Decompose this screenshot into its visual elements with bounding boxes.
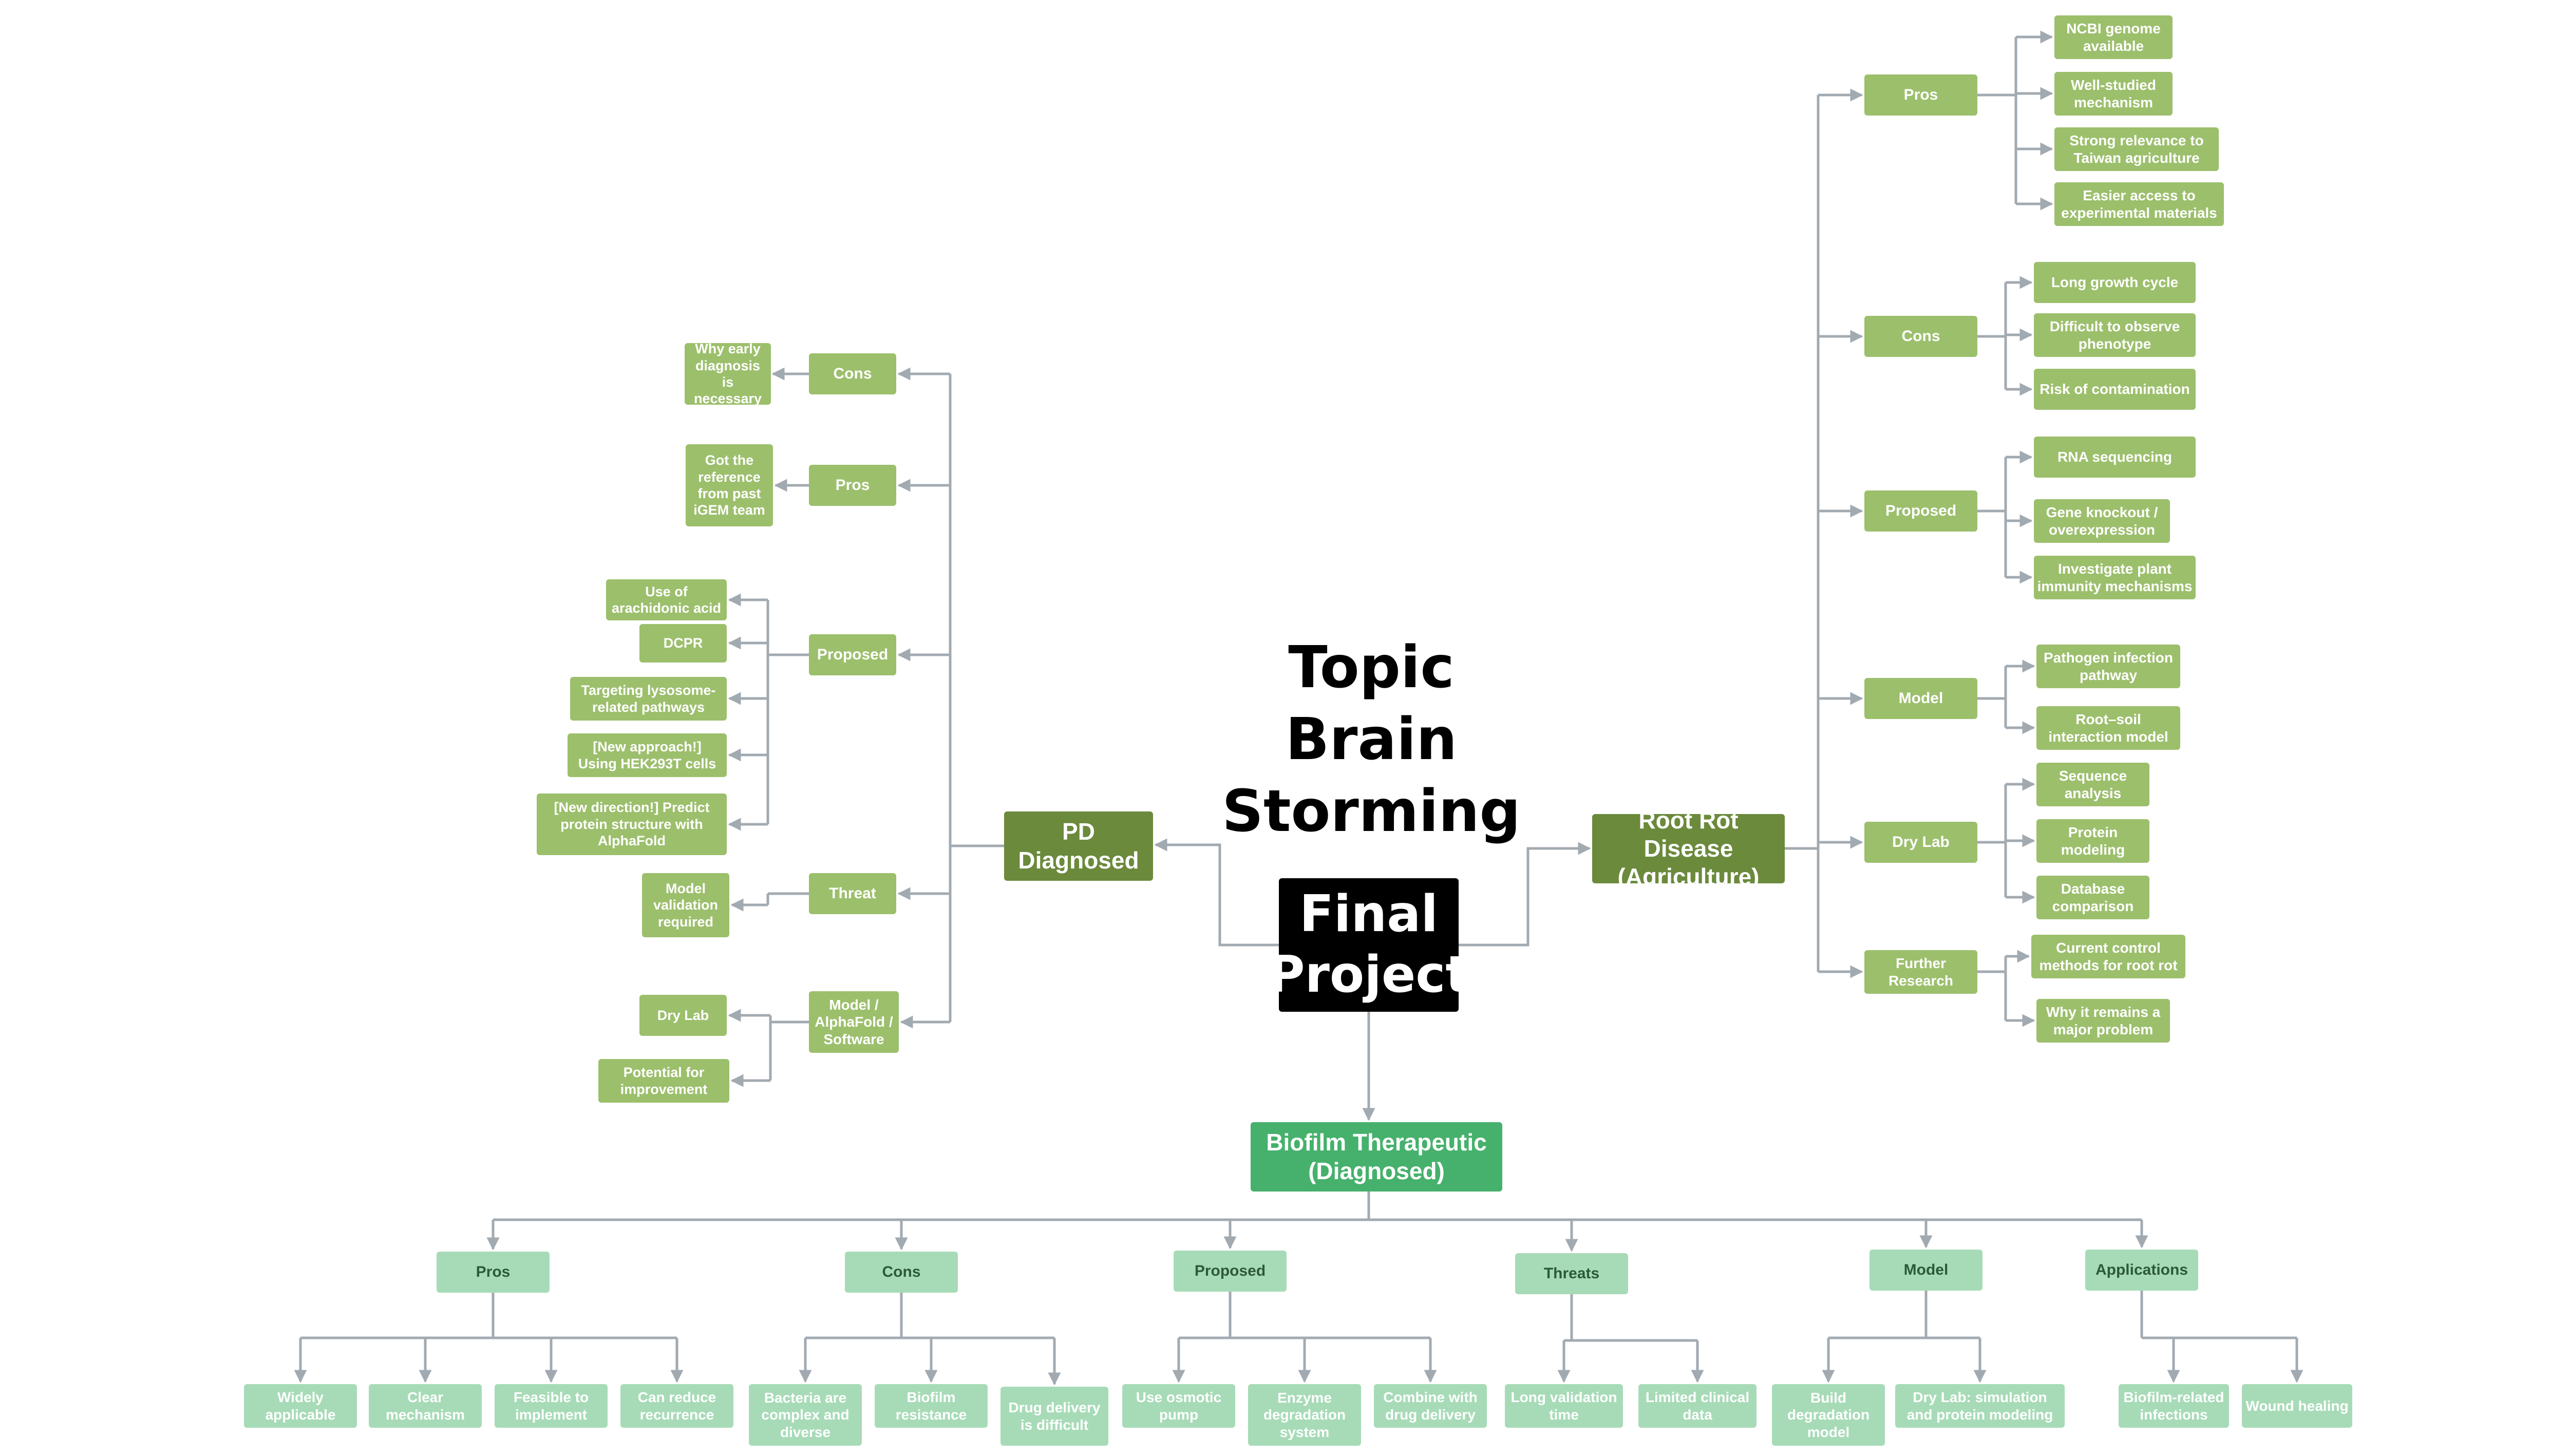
pd-proposed-item[interactable]: [New direction!] Predict protein structu… (537, 793, 727, 855)
bf-pros-item[interactable]: Feasible to implement (495, 1384, 608, 1428)
rr-pros-item[interactable]: NCBI genome available (2054, 15, 2173, 59)
rr-pros-item[interactable]: Well-studied mechanism (2054, 72, 2173, 116)
bf-proposed-item[interactable]: Combine with drug delivery (1374, 1384, 1487, 1428)
bf-proposed[interactable]: Proposed (1174, 1251, 1287, 1292)
bf-threats-item[interactable]: Long validation time (1505, 1384, 1623, 1428)
rr-cons-item[interactable]: Risk of contamination (2034, 369, 2196, 410)
pd-proposed-item[interactable]: Use of arachidonic acid (606, 579, 727, 620)
pd-threat-item[interactable]: Model validation required (642, 873, 729, 937)
rr-further-item[interactable]: Current control methods for root rot (2031, 935, 2185, 978)
bf-cons-item[interactable]: Drug delivery is difficult (1000, 1387, 1108, 1446)
rr-cons-item[interactable]: Long growth cycle (2034, 262, 2196, 303)
pd-cons[interactable]: Cons (809, 353, 896, 394)
bf-proposed-item[interactable]: Use osmotic pump (1122, 1384, 1235, 1428)
rr-model-item[interactable]: Pathogen infection pathway (2036, 645, 2180, 688)
center-node-final-project[interactable]: Final Project (1268, 878, 1469, 1012)
bf-model-item[interactable]: Dry Lab: simulation and protein modeling (1895, 1384, 2065, 1428)
bf-cons-item[interactable]: Bacteria are complex and diverse (749, 1384, 862, 1446)
bf-cons[interactable]: Cons (845, 1252, 958, 1293)
pd-model-item[interactable]: Potential for improvement (598, 1059, 729, 1103)
rr-proposed-item[interactable]: RNA sequencing (2034, 437, 2196, 478)
bf-applications-item[interactable]: Wound healing (2242, 1384, 2352, 1428)
bf-pros[interactable]: Pros (437, 1252, 550, 1293)
connector-center-pd (1154, 838, 1279, 947)
bf-applications-item[interactable]: Biofilm-related infections (2119, 1384, 2229, 1428)
rr-pros[interactable]: Pros (1864, 74, 1977, 116)
title-topic-brain-storming: Topic Brain Storming (1222, 634, 1521, 845)
rr-pros-item[interactable]: Strong relevance to Taiwan agriculture (2054, 127, 2219, 171)
bf-pros-item[interactable]: Widely applicable (244, 1384, 357, 1428)
rr-further-item[interactable]: Why it remains a major problem (2036, 999, 2170, 1043)
rr-model-item[interactable]: Root–soil interaction model (2036, 706, 2180, 750)
rr-model[interactable]: Model (1864, 678, 1977, 719)
bf-proposed-item[interactable]: Enzyme degradation system (1248, 1384, 1361, 1446)
rr-drylab-item[interactable]: Sequence analysis (2036, 763, 2149, 806)
bf-threats[interactable]: Threats (1515, 1253, 1628, 1294)
rr-proposed-item[interactable]: Gene knockout / overexpression (2034, 499, 2170, 543)
bf-applications[interactable]: Applications (2085, 1250, 2198, 1291)
rr-further-research[interactable]: Further Research (1864, 950, 1977, 994)
pd-pros-item[interactable]: Got the reference from past iGEM team (686, 444, 773, 526)
pd-proposed[interactable]: Proposed (809, 634, 896, 675)
bf-pros-item[interactable]: Clear mechanism (369, 1384, 482, 1428)
branch-root-rot[interactable]: Root Rot Disease (Agriculture) (1592, 807, 1785, 890)
rr-drylab-item[interactable]: Protein modeling (2036, 819, 2149, 863)
rr-drylab-item[interactable]: Database comparison (2036, 876, 2149, 919)
pd-threat[interactable]: Threat (809, 873, 896, 914)
pd-model-item[interactable]: Dry Lab (639, 995, 727, 1036)
pd-model[interactable]: Model / AlphaFold / Software (809, 991, 899, 1053)
pd-proposed-item[interactable]: DCPR (639, 624, 727, 663)
bf-model[interactable]: Model (1870, 1250, 1982, 1291)
branch-pd-diagnosed[interactable]: PD Diagnosed (1004, 811, 1153, 881)
pd-proposed-item[interactable]: [New approach!] Using HEK293T cells (568, 733, 727, 777)
connector-center-root-rot (1459, 842, 1591, 947)
pd-cons-item[interactable]: Why early diagnosis is necessary (685, 341, 771, 406)
bf-threats-item[interactable]: Limited clinical data (1638, 1384, 1757, 1428)
rr-cons-item[interactable]: Difficult to observe phenotype (2034, 313, 2196, 357)
rr-pros-item[interactable]: Easier access to experimental materials (2054, 182, 2224, 226)
branch-biofilm-therapeutic[interactable]: Biofilm Therapeutic (Diagnosed) (1251, 1122, 1502, 1192)
pd-pros[interactable]: Pros (809, 465, 896, 506)
bf-pros-item[interactable]: Can reduce recurrence (620, 1384, 733, 1428)
rr-proposed[interactable]: Proposed (1864, 490, 1977, 532)
pd-proposed-item[interactable]: Targeting lysosome- related pathways (570, 677, 727, 721)
rr-drylab[interactable]: Dry Lab (1864, 822, 1977, 863)
rr-proposed-item[interactable]: Investigate plant immunity mechanisms (2034, 556, 2196, 599)
rr-cons[interactable]: Cons (1864, 316, 1977, 357)
bf-model-item[interactable]: Build degradation model (1772, 1384, 1885, 1446)
bf-cons-item[interactable]: Biofilm resistance (875, 1384, 988, 1428)
